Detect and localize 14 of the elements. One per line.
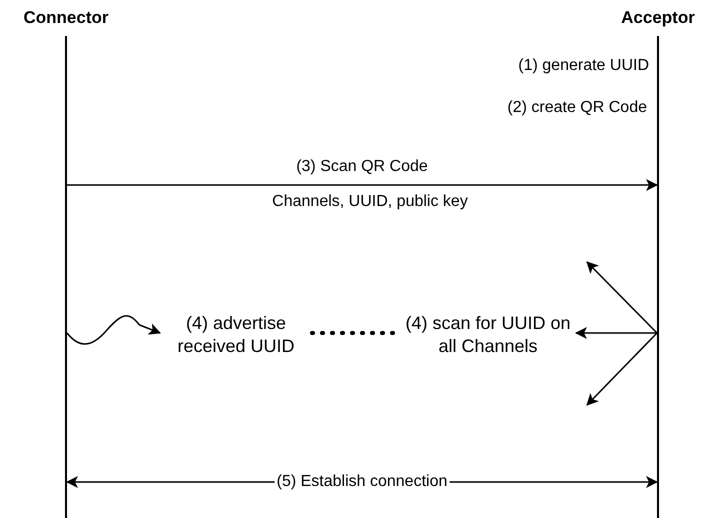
note: Channels, UUID, public key [271,192,469,212]
arrow [586,332,658,406]
lifeline-heading: Connector [24,7,108,29]
step-text: (4) scan for UUID on all Channels [404,312,572,358]
edge-label: (5) Establish connection [274,472,450,492]
arrow [575,327,657,339]
note: (2) create QR Code [507,98,647,118]
wavy-arrow [66,315,161,345]
arrow [586,261,658,334]
edge-label: (3) Scan QR Code [295,157,429,177]
step-text: (4) advertise received UUID [176,312,296,358]
lifeline-heading: Acceptor [621,7,695,29]
arrow [67,179,658,191]
note: (1) generate UUID [518,56,649,76]
